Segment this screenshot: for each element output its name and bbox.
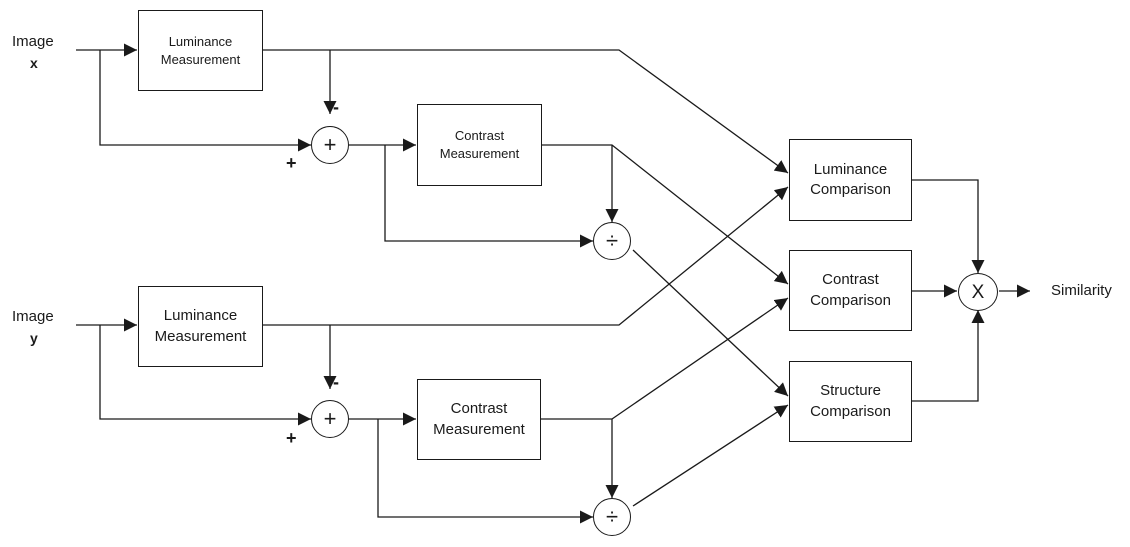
contrast-measurement-x-line2: Measurement <box>439 146 520 161</box>
image-y-label: Image <box>12 308 54 325</box>
sum-y-symbol: + <box>323 406 337 431</box>
sum-x-symbol: + <box>323 132 337 157</box>
contrast-measurement-x: Contrast Measurement <box>417 104 542 186</box>
multiply-node: X <box>958 273 998 311</box>
contrast-measurement-y-line2: Measurement <box>433 420 525 438</box>
luminance-measurement-x-line2: Measurement <box>160 51 241 67</box>
structure-comparison: Structure Comparison <box>789 361 912 442</box>
divide-y-symbol: ÷ <box>605 504 619 529</box>
minus-sign-x: - <box>333 97 339 117</box>
divide-x-symbol: ÷ <box>605 228 619 253</box>
plus-sign-y: + <box>286 428 297 448</box>
line-divide-x-to-structure-comparison <box>632 249 789 397</box>
contrast-measurement-y: Contrast Measurement <box>417 379 541 460</box>
multiply-symbol: X <box>971 281 985 303</box>
sum-node-x: + <box>311 126 349 164</box>
contrast-comparison-line2: Comparison <box>810 291 891 309</box>
line-y-to-sum <box>99 325 311 426</box>
luminance-measurement-x-line1: Luminance <box>168 33 233 49</box>
contrast-comparison-line1: Contrast <box>822 271 879 289</box>
line-luminance-comparison-to-multiply <box>912 179 985 273</box>
line-contrast-x-to-contrast-comparison <box>542 144 789 285</box>
luminance-measurement-x: Luminance Measurement <box>138 10 263 91</box>
structure-comparison-line2: Comparison <box>810 402 891 420</box>
plus-sign-x: + <box>286 153 297 173</box>
luminance-measurement-y-line1: Luminance <box>163 307 238 325</box>
image-y-symbol: y <box>30 330 38 346</box>
contrast-comparison: Contrast Comparison <box>789 250 912 331</box>
similarity-label: Similarity <box>1051 282 1112 299</box>
contrast-measurement-x-line1: Contrast <box>454 128 505 144</box>
line-luminance-y-to-luminance-comparison <box>263 186 789 326</box>
luminance-comparison-line2: Comparison <box>810 181 891 198</box>
image-x-label: Image <box>12 33 54 50</box>
line-sum-x-to-divide <box>384 145 593 248</box>
line-divide-y-to-structure-comparison <box>632 404 789 507</box>
luminance-measurement-y-line2: Measurement <box>154 327 247 345</box>
minus-sign-y: - <box>333 372 339 392</box>
image-x-symbol: x <box>30 55 38 71</box>
line-x-to-sum <box>99 50 311 152</box>
line-luminance-x-to-luminance-comparison <box>263 49 789 174</box>
sum-node-y: + <box>311 400 349 438</box>
divide-node-y: ÷ <box>593 498 631 536</box>
structure-comparison-line1: Structure <box>820 382 881 400</box>
luminance-comparison: Luminance Comparison <box>789 139 912 221</box>
luminance-measurement-y: Luminance Measurement <box>138 286 263 367</box>
luminance-comparison-line1: Luminance <box>813 160 888 178</box>
contrast-measurement-y-line1: Contrast <box>450 400 508 418</box>
line-contrast-y-to-contrast-comparison <box>541 297 789 420</box>
line-structure-comparison-to-multiply <box>912 310 985 402</box>
divide-node-x: ÷ <box>593 222 631 260</box>
line-sum-y-to-divide <box>377 419 593 524</box>
